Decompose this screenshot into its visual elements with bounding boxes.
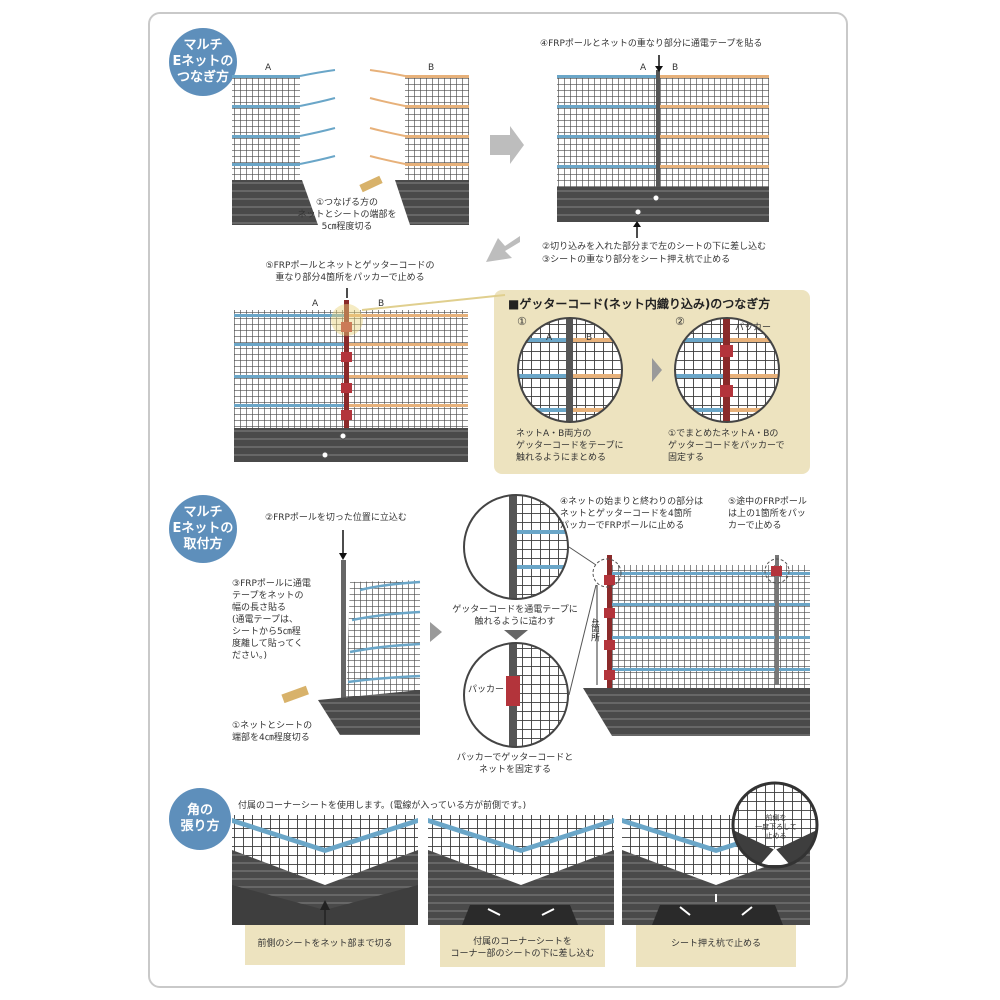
install-circle-top: [464, 495, 568, 599]
install-packer-label: パッカー: [468, 685, 505, 695]
install-circle-bottom: [464, 643, 568, 747]
detail-circle-1: [518, 318, 622, 422]
join-step2-note: ②切り込みを入れた部分まで左のシートの下に差し込む: [542, 242, 767, 252]
detail-title: ■ゲッターコード(ネット内織り込み)のつなぎ方: [508, 297, 771, 311]
corner-intro: 付属のコーナーシートを使用します。(電線が入っている方が前側です。): [238, 801, 527, 811]
join-step1-note: ①つなげる方の ネットとシートの端部を 5㎝程度切る: [297, 198, 397, 232]
install-mid2-note: パッカーでゲッターコードと ネットを固定する: [456, 753, 574, 775]
arrow-right-icon: [490, 126, 524, 164]
detail-circle-2: [675, 318, 779, 422]
corner-panel-1: [232, 815, 418, 965]
join-step3-illustration: [234, 288, 506, 462]
install-step5-note: ⑤途中のFRPポール は上の1箇所をパッ カーで止める: [728, 497, 807, 531]
label-net-a-3: A: [312, 299, 319, 309]
detail-label-a: A: [546, 333, 553, 343]
detail-num-2: ②: [675, 315, 685, 328]
join-step2-illustration: [557, 55, 769, 238]
arrow-down-left-icon: [486, 236, 520, 262]
detail-packer-label: パッカー: [735, 323, 772, 333]
install-step4-note: ④ネットの始まりと終わりの部分は ネットとゲッターコードを4箇所 パッカーでFR…: [560, 497, 704, 531]
detail-num-1: ①: [517, 315, 527, 328]
corner-panel-2: [428, 815, 614, 967]
install-step3-note: ③FRPポールに通電 テープをネットの 幅の長さ貼る (通電テープは、 シートか…: [232, 579, 311, 661]
install-mid1-note: ゲッターコードを通電テープに 触れるように這わす: [452, 605, 578, 627]
badge-install: マルチ Eネットの 取付方: [169, 495, 237, 563]
arrow-right-small-icon: [652, 358, 662, 382]
install-step1-note: ①ネットとシートの 端部を4㎝程度切る: [232, 721, 313, 743]
arrow-down-icon: [504, 630, 528, 640]
corner-caption-2: 付属のコーナーシートを コーナー部のシートの下に差し込む: [450, 937, 595, 959]
label-net-a-2: A: [640, 63, 647, 73]
install-step2-note: ②FRPポールを切った位置に立込む: [265, 513, 407, 523]
join-step3-note: ③シートの重なり部分をシート押え杭で止める: [542, 255, 731, 265]
detail-label-b: B: [586, 333, 593, 343]
install-side-label: 4箇所: [589, 618, 599, 642]
label-net-b: B: [428, 63, 435, 73]
corner-caption-3: シート押え杭で止める: [670, 939, 761, 949]
install-right-illustration: [568, 546, 810, 736]
join-step5-note: ⑤FRPポールとネットとゲッターコードの 重なり部分4箇所をパッカーで止める: [265, 261, 435, 283]
badge-join: マルチ Eネットの つなぎ方: [169, 28, 237, 96]
install-left-illustration: [281, 530, 421, 735]
detail-caption-1: ネットA・B両方の ゲッターコードをテープに 触れるようにまとめる: [516, 429, 624, 463]
detail-caption-2: ①でまとめたネットA・Bの ゲッターコードをパッカーで 固定する: [668, 429, 785, 463]
corner-inset-note: 前側を 一度下ろして 止める: [755, 814, 797, 840]
badge-corner: 角の 張り方: [169, 788, 231, 850]
label-net-b-3: B: [378, 299, 385, 309]
label-net-b-2: B: [672, 63, 679, 73]
join-step1-illustration: [232, 69, 469, 225]
corner-inset-circle: [733, 783, 817, 867]
label-net-a: A: [265, 63, 272, 73]
arrow-right-mid-icon: [430, 622, 442, 642]
join-step4-note: ④FRPポールとネットの重なり部分に通電テープを貼る: [540, 39, 763, 49]
corner-caption-1: 前側のシートをネット部まで切る: [257, 939, 393, 949]
